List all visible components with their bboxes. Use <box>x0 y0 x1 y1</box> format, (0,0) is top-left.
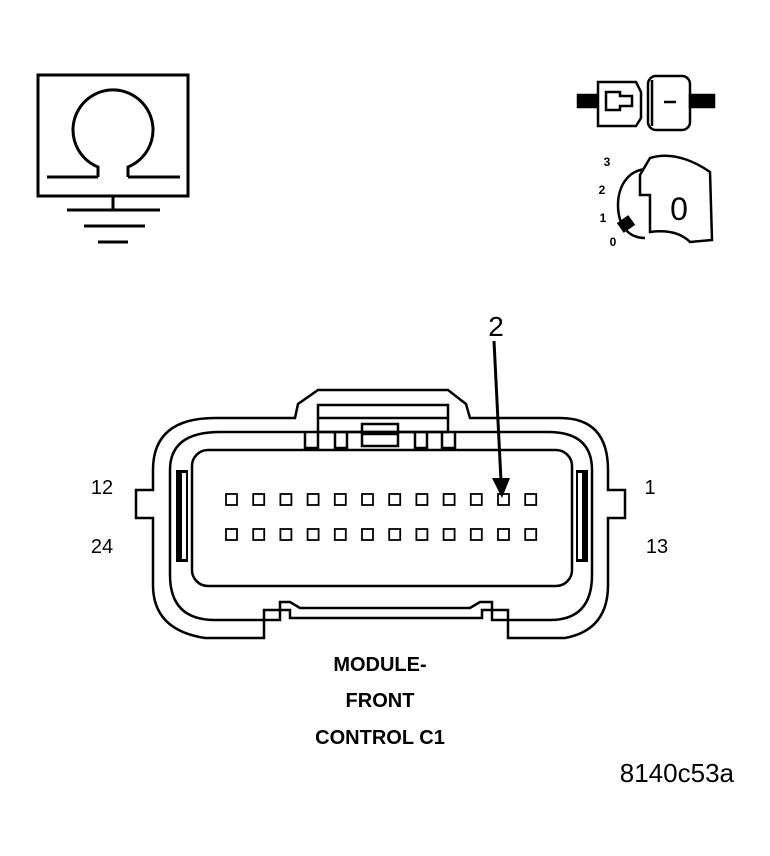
connector-side-locks <box>176 470 588 562</box>
pin-cavity-21 <box>306 528 320 541</box>
disconnected-plug-icon <box>576 74 716 132</box>
pin-cavity-16 <box>442 528 456 541</box>
pin-label-24: 24 <box>91 536 113 558</box>
figure-id: 8140c53a <box>619 758 734 788</box>
ignition-switch-icon: 0 3 2 1 0 <box>599 154 714 249</box>
ignition-key-label: 0 <box>670 191 688 227</box>
pin-cavity-19 <box>361 528 374 541</box>
pin-cavity-22 <box>279 528 293 541</box>
pin-cavity-11 <box>252 493 266 506</box>
pin-cavity-17 <box>415 528 429 541</box>
ignition-position-0: 0 <box>610 235 617 249</box>
pin-cavity-10 <box>279 493 293 506</box>
caption-line-1: MODULE- <box>333 654 427 676</box>
pin-cavity-15 <box>469 528 483 541</box>
ignition-position-3: 3 <box>604 155 611 169</box>
connector-pins <box>225 493 538 541</box>
callout-pin-number: 2 <box>488 311 504 342</box>
connector-housing <box>134 388 627 640</box>
pin-cavity-24 <box>225 528 238 541</box>
pin-cavity-23 <box>252 528 266 541</box>
pin-cavity-8 <box>333 493 347 506</box>
caption-line-2: FRONT <box>345 690 415 712</box>
pin-cavity-1 <box>524 493 538 506</box>
pin-cavity-2 <box>497 493 510 506</box>
pin-callout-arrow <box>492 340 510 498</box>
pin-cavity-4 <box>442 493 456 506</box>
pin-label-13: 13 <box>646 536 668 558</box>
pin-cavity-13 <box>524 528 538 541</box>
pin-cavity-9 <box>306 493 320 506</box>
pin-cavity-12 <box>225 493 238 506</box>
pin-cavity-18 <box>388 528 402 541</box>
ignition-position-2: 2 <box>599 183 606 197</box>
pin-label-12: 12 <box>91 477 113 499</box>
pin-cavity-6 <box>388 493 402 506</box>
pin-label-1: 1 <box>644 477 655 499</box>
pin-cavity-20 <box>333 528 347 541</box>
ohmmeter-ground-icon <box>36 73 190 244</box>
ignition-position-1: 1 <box>600 211 607 225</box>
pin-cavity-3 <box>469 493 483 506</box>
pin-cavity-7 <box>361 493 374 506</box>
caption-line-3: CONTROL C1 <box>315 727 445 749</box>
pin-cavity-5 <box>415 493 429 506</box>
pin-cavity-14 <box>497 528 510 541</box>
